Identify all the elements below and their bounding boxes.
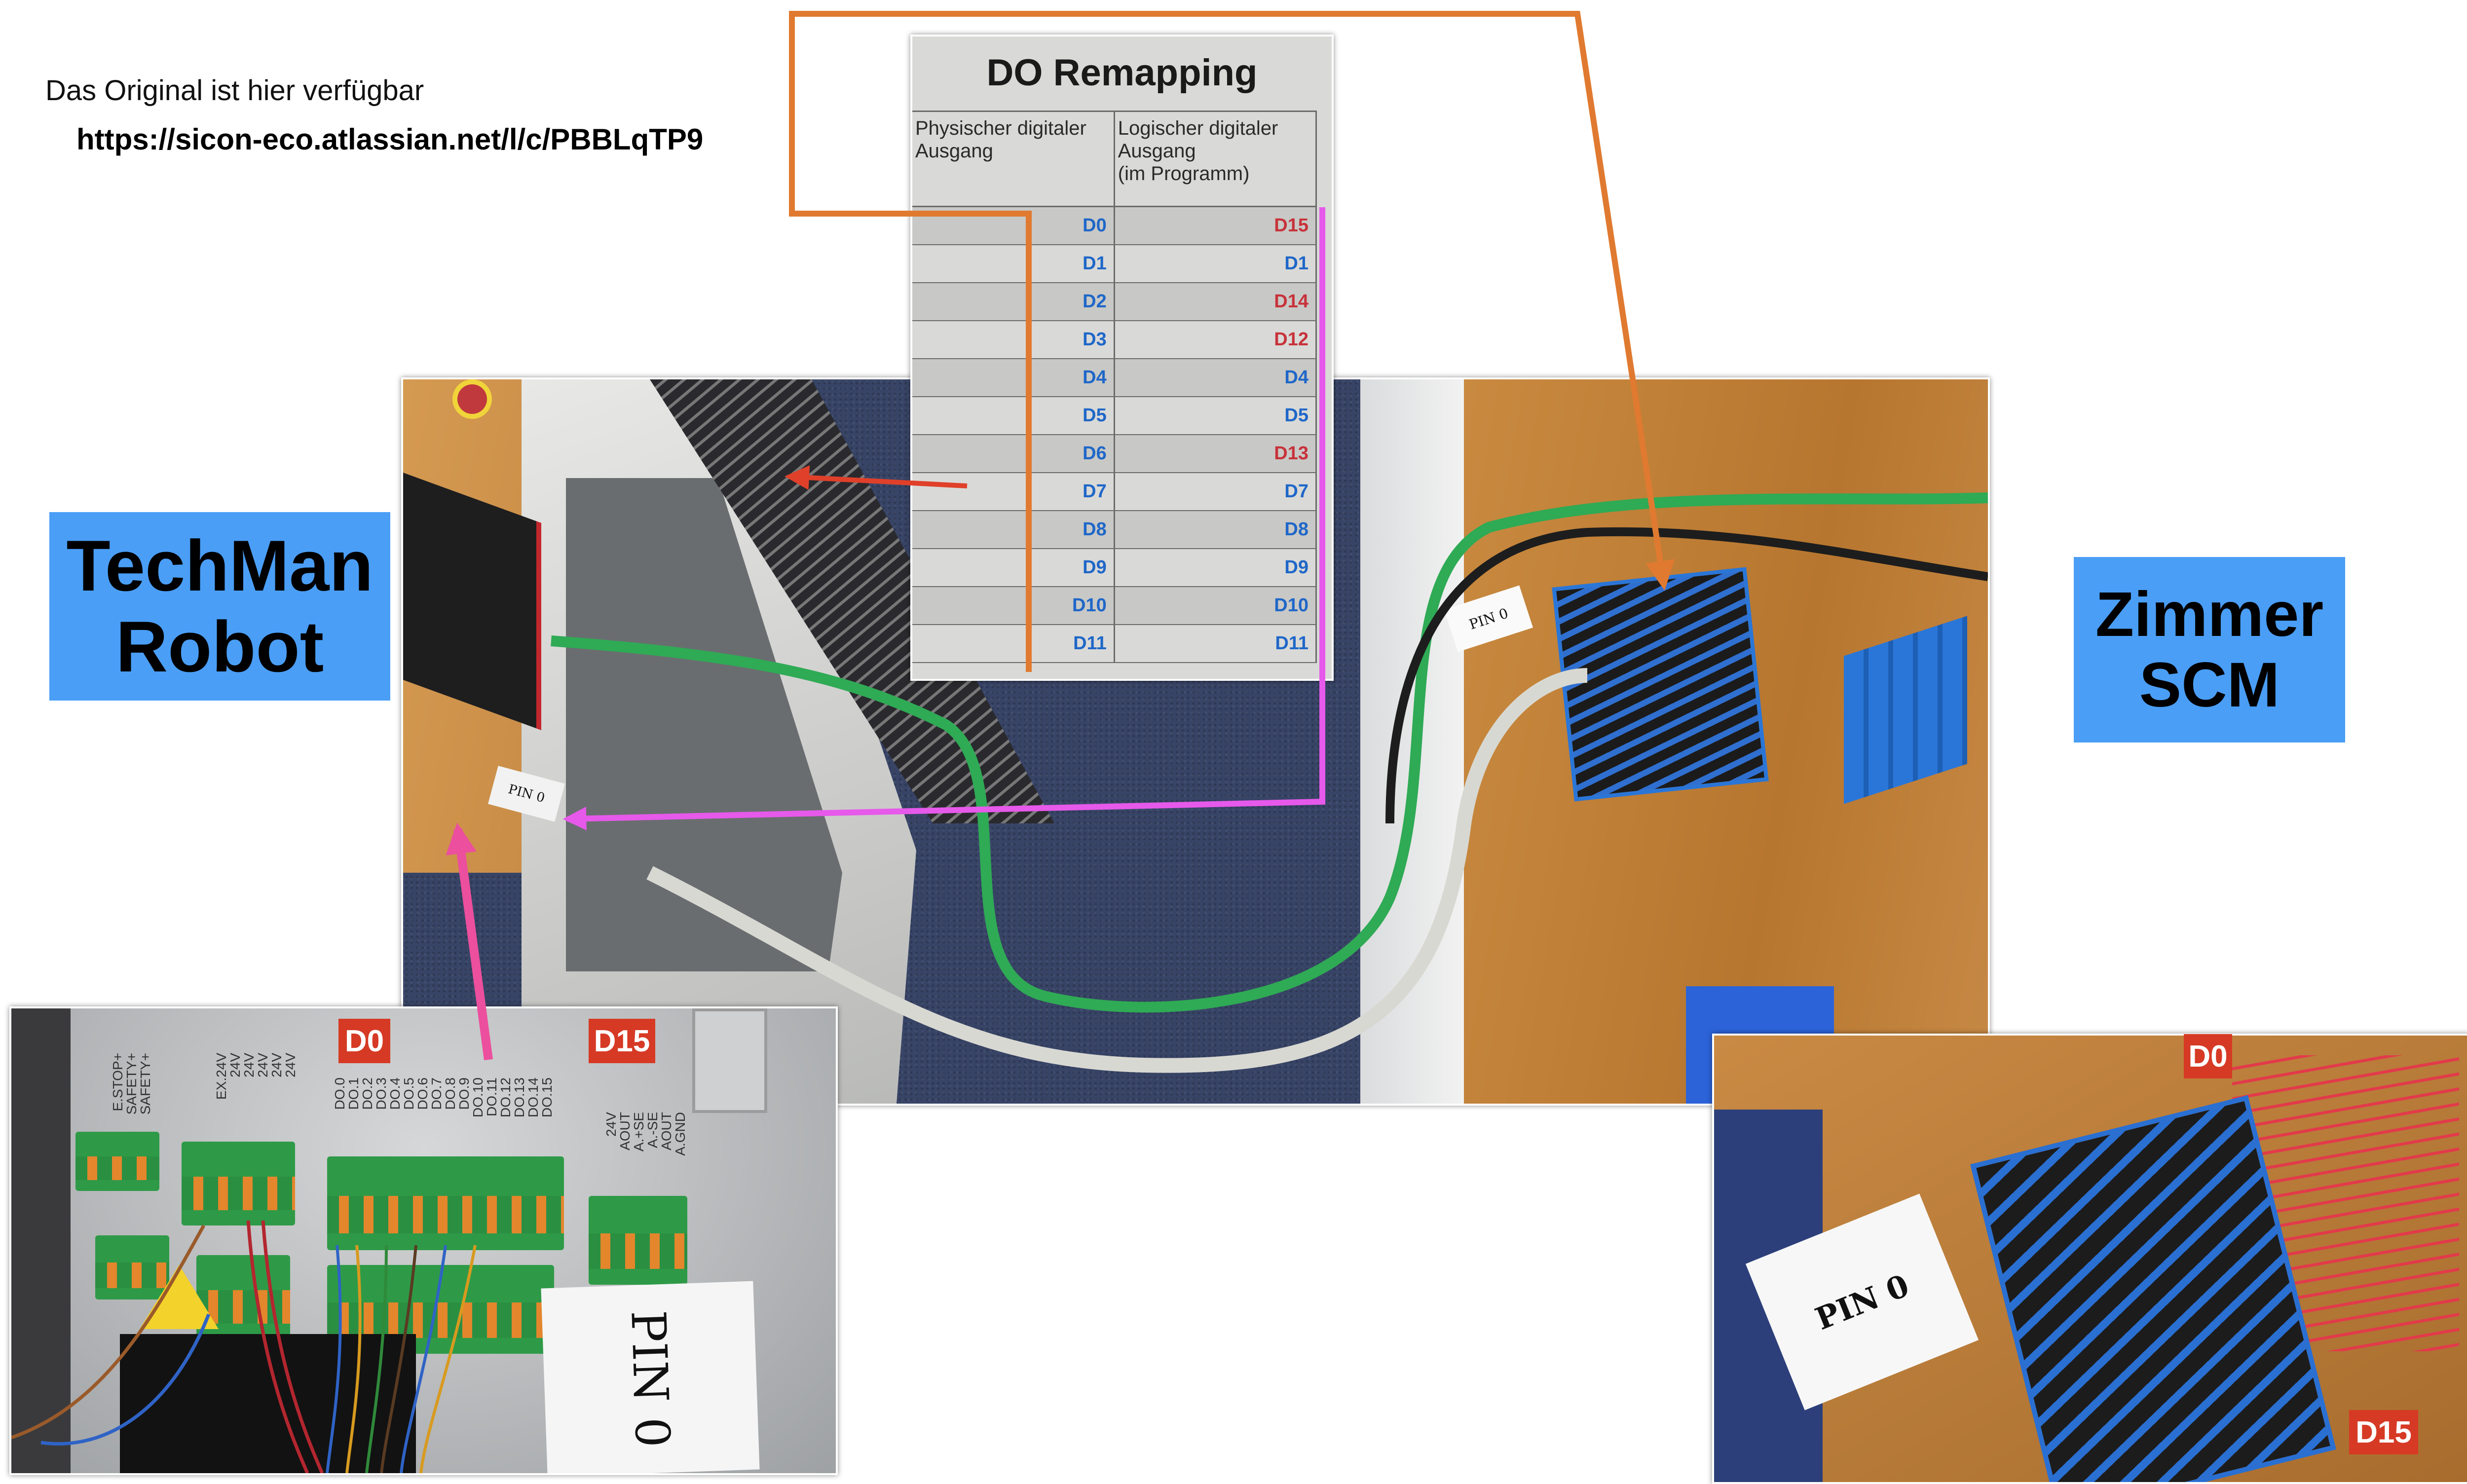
power-terminal [182,1142,295,1225]
badge-d15-techman: D15 [589,1019,655,1063]
zimmer-label-line2: SCM [2139,650,2280,720]
grey-cable [646,668,1588,1073]
ethernet-port [692,1008,767,1113]
logical-output-cell: D12 [1113,321,1317,359]
header-logical-line2: Ausgang [1118,140,1196,162]
logical-output-cell: D14 [1113,283,1317,321]
logical-output-cell: D15 [1113,206,1317,245]
original-link[interactable]: https://sicon-eco.atlassian.net/l/c/PBBL… [76,123,704,156]
zimmer-label-line1: Zimmer [2095,579,2324,650]
physical-output-cell: D0 [912,206,1115,245]
physical-output-cell: D8 [912,511,1115,549]
header-logical: Logischer digitaler Ausgang (im Programm… [1113,111,1317,207]
logical-output-cell: D8 [1113,511,1317,549]
analog-terminal [589,1196,687,1285]
pin0-tag-text: PIN 0 [620,1309,680,1448]
logical-output-cell: D9 [1113,549,1317,587]
original-available-note: Das Original ist hier verfügbar [45,74,424,107]
logical-output-cell: D11 [1113,625,1317,663]
header-physical: Physischer digitaler Ausgang [912,111,1115,207]
physical-output-cell: D3 [912,321,1115,359]
physical-output-cell: D10 [912,587,1115,625]
remap-table: Physischer digitaler Ausgang Logischer d… [912,111,1317,663]
wires-layer [11,1220,477,1473]
physical-output-cell: D5 [912,397,1115,435]
physical-output-cell: D1 [912,245,1115,283]
physical-output-cell: D11 [912,625,1115,663]
techman-robot-label: TechMan Robot [49,512,390,701]
physical-output-cell: D6 [912,435,1115,473]
logical-output-cell: D4 [1113,359,1317,397]
digital-output-terminal [327,1156,564,1250]
physical-output-cell: D7 [912,473,1115,511]
badge-d0-zimmer: D0 [2184,1034,2232,1078]
zimmer-relay-closeup-photo: PIN 0 [1712,1034,2467,1484]
pin0-tag-terminal: PIN 0 [541,1281,760,1473]
panel-left-edge [11,1008,71,1473]
techman-label-line1: TechMan [66,525,374,606]
logical-output-cell: D5 [1113,397,1317,435]
header-logical-line1: Logischer digitaler [1118,117,1278,139]
badge-d0-techman: D0 [338,1019,390,1063]
physical-output-cell: D9 [912,549,1115,587]
header-logical-line3: (im Programm) [1118,163,1250,185]
zimmer-scm-label: Zimmer SCM [2074,557,2345,742]
logical-output-cell: D13 [1113,435,1317,473]
logical-output-cell: D7 [1113,473,1317,511]
safety-terminal [75,1132,159,1191]
remap-title: DO Remapping [986,52,1258,94]
logical-output-cell: D1 [1113,245,1317,283]
techman-label-line2: Robot [115,606,324,687]
physical-output-cell: D2 [912,283,1115,321]
emergency-stop-button [457,384,487,414]
logical-output-cell: D10 [1113,587,1317,625]
physical-output-cell: D4 [912,359,1115,397]
badge-d15-zimmer: D15 [2349,1410,2418,1454]
do-remapping-table-photo: DO Remapping Physischer digitaler Ausgan… [910,35,1334,681]
